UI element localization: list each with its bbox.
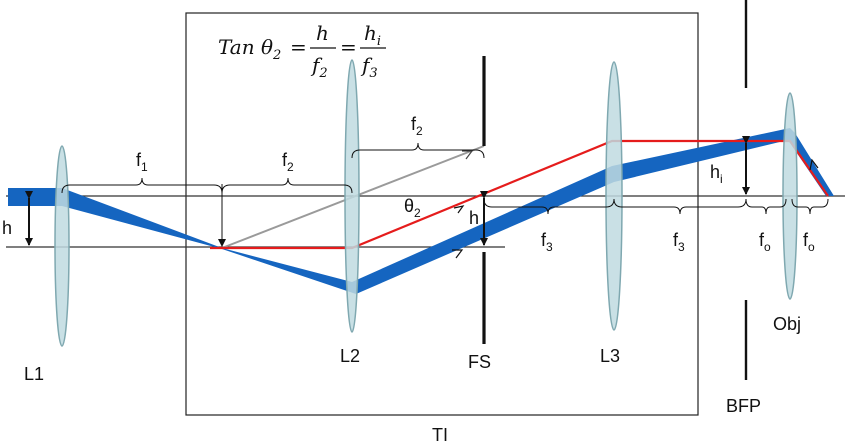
brace-f1	[61, 177, 223, 194]
svg-text:=: =	[340, 35, 357, 59]
label-f2-upper: f2	[411, 114, 423, 138]
obj-ray-arrow	[809, 158, 819, 171]
svg-text:Tan θ2: Tan θ2	[218, 35, 281, 63]
lens-l3	[605, 61, 623, 331]
gray-ray-arrow	[462, 150, 474, 160]
label-l1: L1	[24, 364, 44, 384]
label-ti: TI	[432, 425, 448, 445]
brace-f2-lower	[221, 177, 353, 194]
label-h-left: h	[2, 218, 12, 238]
formula: Tan θ2 = h f2 = hi f3	[218, 21, 386, 81]
label-f1: f1	[136, 150, 148, 174]
svg-text:h: h	[316, 21, 329, 45]
label-theta: θ2	[404, 196, 421, 220]
brace-f3-a	[483, 198, 615, 215]
label-f3-a: f3	[541, 230, 553, 254]
lens-obj	[782, 92, 798, 300]
label-f2-lower: f2	[282, 150, 294, 174]
label-l3: L3	[600, 346, 620, 366]
label-fo-a: fo	[759, 230, 771, 254]
svg-text:f2: f2	[310, 53, 328, 81]
brace-fo-b	[791, 198, 829, 215]
blue-beam-arrow	[452, 249, 464, 259]
label-f3-b: f3	[673, 230, 685, 254]
lens-l1	[54, 145, 70, 347]
label-hi: hi	[710, 162, 723, 186]
red-ray-arrow	[453, 205, 465, 214]
label-bfp: BFP	[726, 396, 761, 416]
lens-l2	[344, 59, 360, 333]
red-ray	[210, 139, 829, 250]
label-obj: Obj	[773, 314, 801, 334]
svg-text:=: =	[290, 35, 307, 59]
ti-box	[185, 12, 699, 416]
label-l2: L2	[340, 346, 360, 366]
svg-text:f3: f3	[360, 53, 378, 81]
label-h-mid: h	[469, 208, 479, 228]
label-fs: FS	[468, 352, 491, 372]
svg-text:hi: hi	[364, 21, 381, 49]
brace-f3-b	[613, 198, 747, 215]
brace-f2-upper	[351, 142, 485, 159]
blue-beam	[8, 128, 834, 294]
brace-fo-a	[745, 198, 787, 215]
label-fo-b: fo	[803, 230, 815, 254]
